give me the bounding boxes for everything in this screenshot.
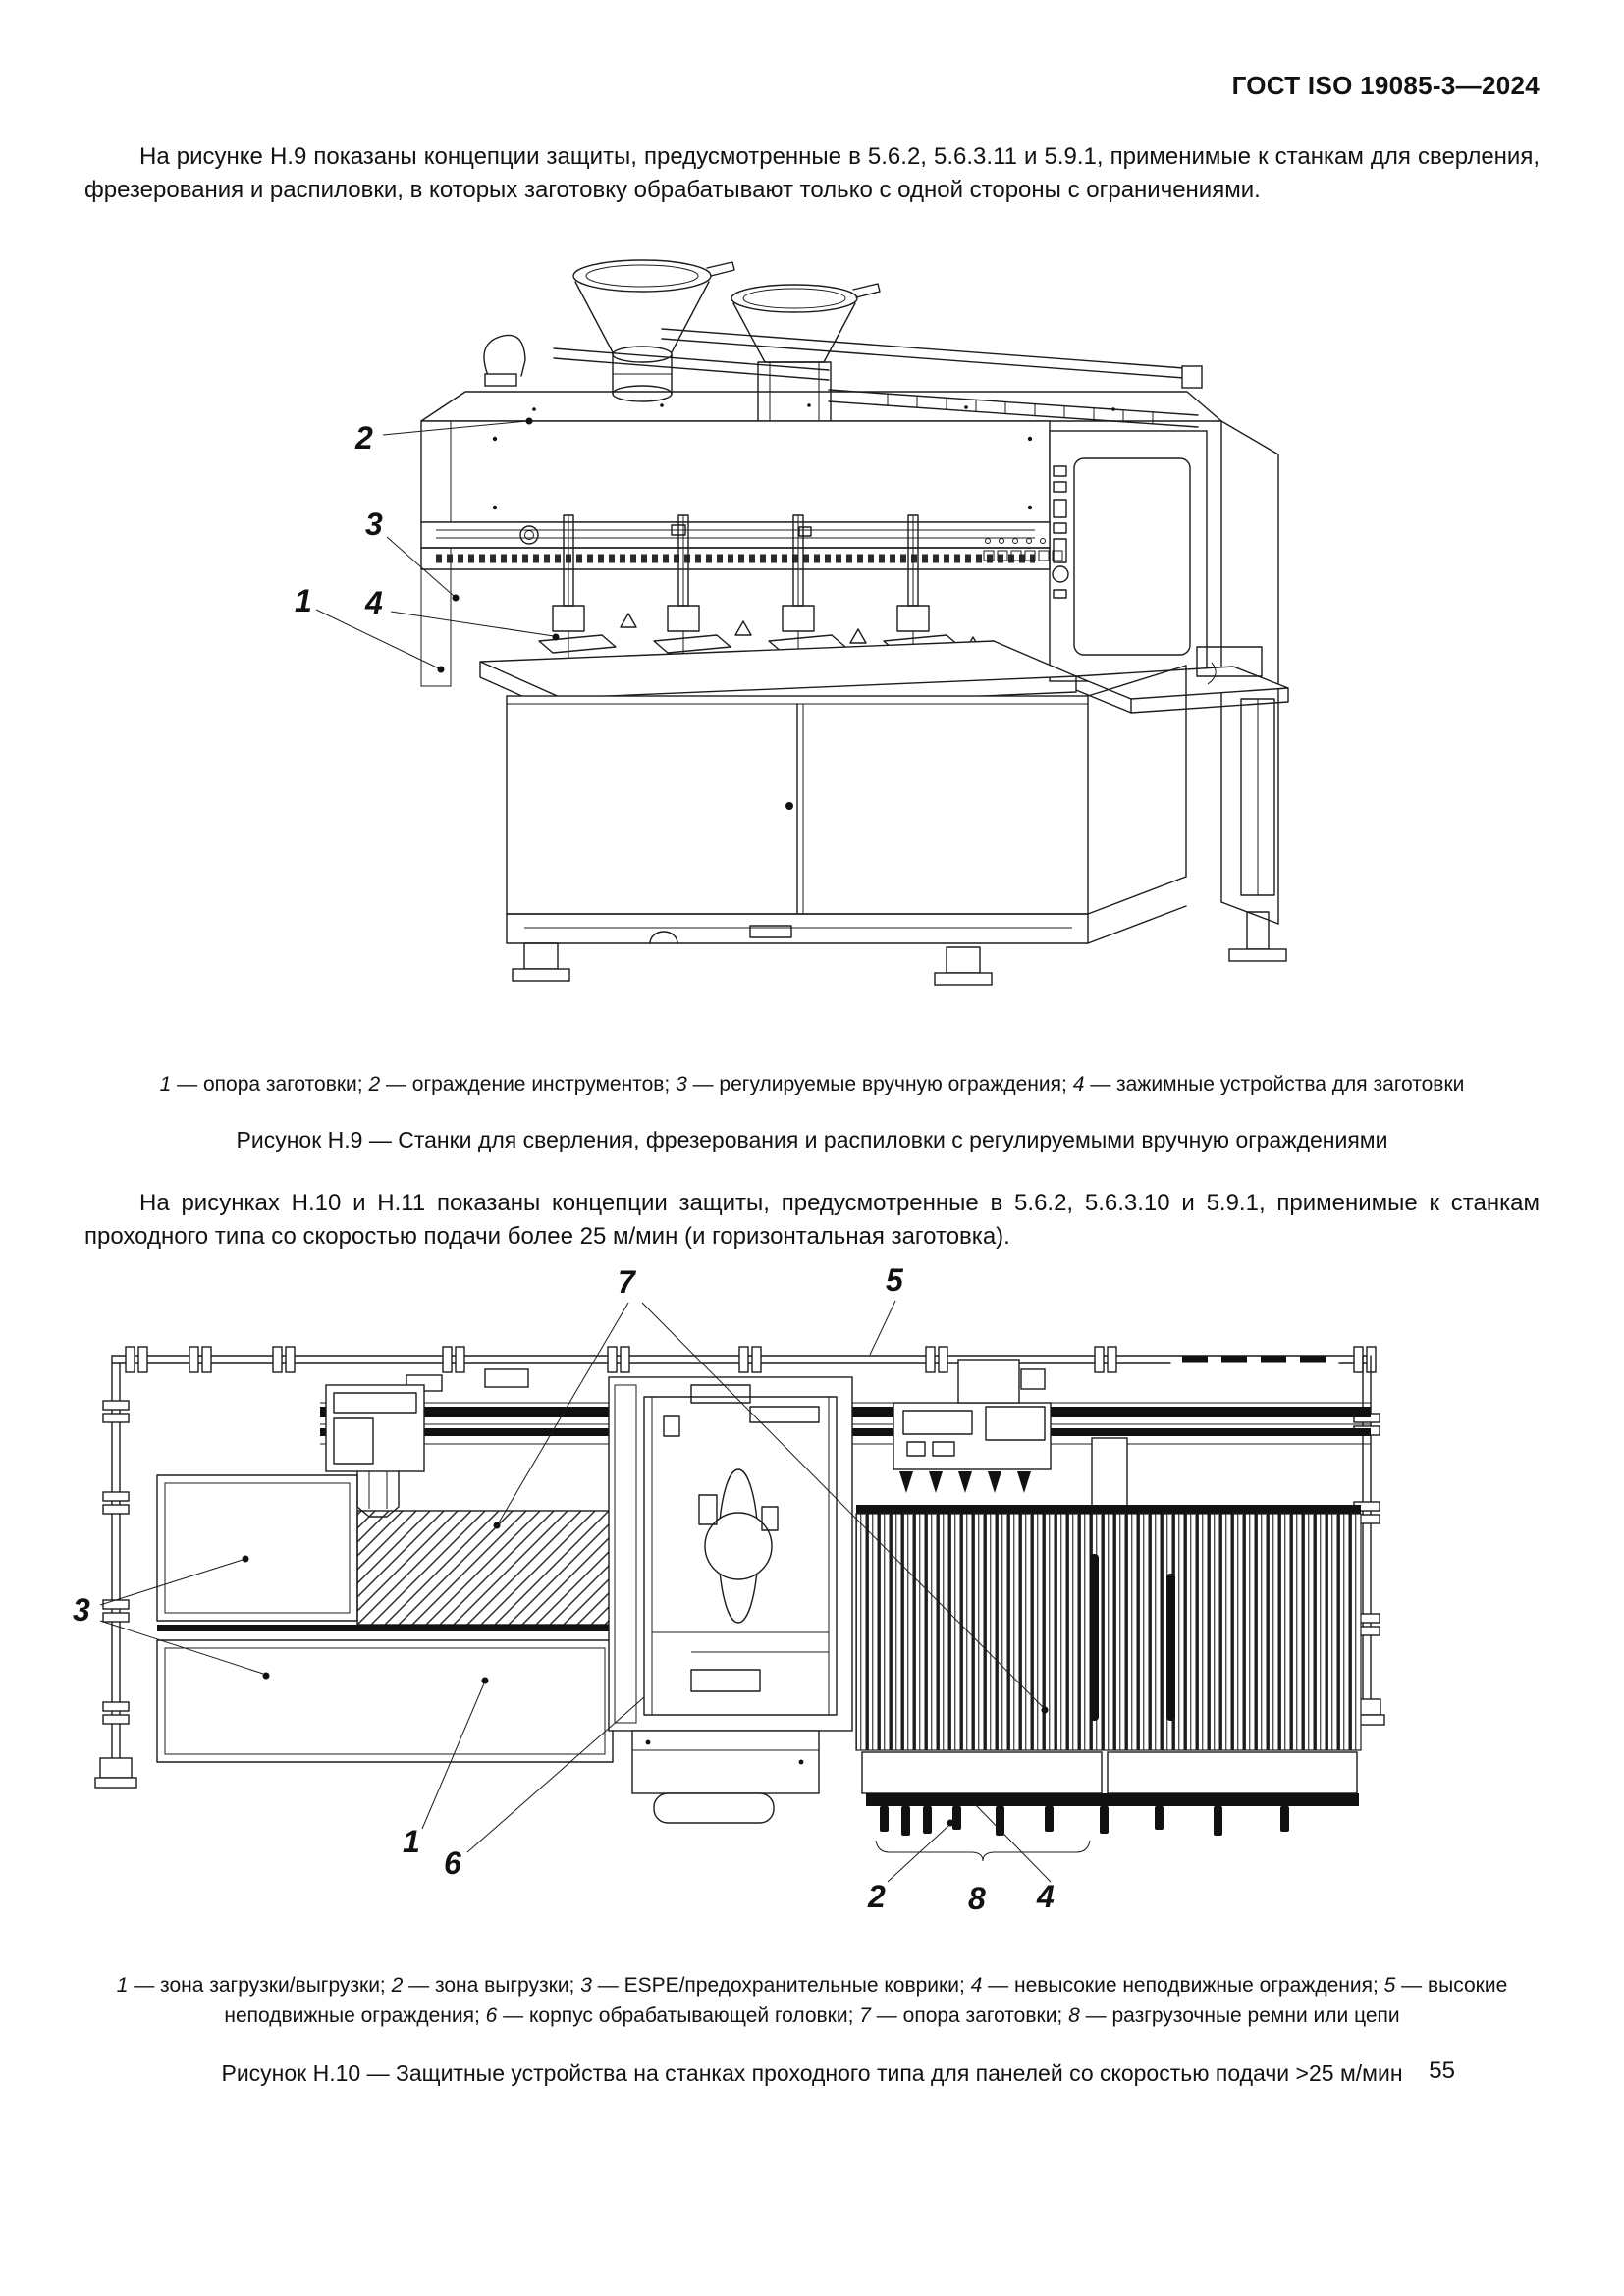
intro-paragraph-2: На рисунках Н.10 и Н.11 показаны концепц… — [84, 1190, 1540, 1250]
legend-h10-num-4: 4 — [970, 1974, 983, 1997]
figure-h10-callouts: 7 5 3 1 6 8 — [73, 1262, 1055, 1916]
callout-6: 6 — [444, 1845, 461, 1881]
workpiece-table — [479, 640, 1289, 715]
control-panel — [1049, 430, 1208, 682]
callout-4: 4 — [1036, 1879, 1055, 1914]
callout-2: 2 — [867, 1879, 886, 1914]
figure-h10-legend: 1 — зона загрузки/выгрузки; 2 — зона выг… — [94, 1970, 1530, 2031]
legend-h9-num-4: 4 — [1072, 1073, 1085, 1095]
callout-5: 5 — [886, 1262, 904, 1298]
callout-1: 1 — [295, 583, 312, 618]
figure-h9-caption: Рисунок Н.9 — Станки для сверления, фрез… — [236, 1127, 1388, 1152]
top-rails — [553, 328, 1203, 428]
tool-guard-panel — [420, 420, 1051, 687]
intro-paragraph-1: На рисунке Н.9 показаны концепции защиты… — [84, 143, 1540, 203]
legend-h9-num-2: 2 — [368, 1073, 381, 1095]
base-and-feet — [506, 905, 1287, 986]
loading-zone — [156, 1639, 614, 1763]
legend-h10-text-6: — корпус обрабатывающей головки; — [497, 2004, 860, 2027]
legend-h10-text-5: — высокие неподвижные ограждения; — [224, 1974, 1508, 2027]
legend-h10-num-7: 7 — [859, 2004, 871, 2027]
legend-h10-num-6: 6 — [485, 2004, 498, 2027]
figure-h9-drawing: 2 3 1 4 — [295, 259, 1289, 986]
workpiece-support-infeed — [356, 1510, 612, 1626]
callout-1: 1 — [403, 1824, 420, 1859]
callout-8: 8 — [968, 1881, 986, 1916]
lower-cabinet — [506, 665, 1275, 915]
callout-7: 7 — [618, 1264, 637, 1300]
funnel-left — [572, 259, 735, 402]
callout-3: 3 — [73, 1592, 90, 1628]
legend-h10-text-4: — невысокие неподвижные ограждения; — [982, 1974, 1384, 1997]
callout-4: 4 — [364, 585, 383, 620]
callout-3: 3 — [365, 507, 383, 542]
legend-h10-num-8: 8 — [1068, 2004, 1080, 2027]
espe-zone-upper — [156, 1474, 358, 1622]
zone-divider-bar — [157, 1625, 611, 1631]
page-number: 55 — [1429, 2057, 1455, 2084]
figure-h10-caption: Рисунок Н.10 — Защитные устройства на ст… — [221, 2060, 1403, 2086]
figure-h9-callouts: 2 3 1 4 — [295, 417, 560, 673]
document-header: ГОСТ ISO 19085-3—2024 — [1231, 71, 1540, 100]
legend-h9-text-3: — регулируемые вручную ограждения; — [686, 1073, 1073, 1095]
legend-h10-text-3: — ESPE/предохранительные коврики; — [591, 1974, 971, 1997]
legend-h10-text-1: — зона загрузки/выгрузки; — [128, 1974, 392, 1997]
legend-h9-num-3: 3 — [676, 1073, 687, 1095]
figure-h10-drawing: 7 5 3 1 6 8 — [73, 1262, 1385, 1916]
legend-h10-text-8: — разгрузочные ремни или цепи — [1079, 2004, 1400, 2027]
legend-h10-num-2: 2 — [391, 1974, 404, 1997]
unloading-belts — [875, 1806, 1289, 1862]
machine-top-face — [420, 391, 1222, 422]
legend-h10-text-2: — зона выгрузки; — [403, 1974, 581, 1997]
adjustable-guards-rail — [420, 521, 1063, 570]
low-fixed-guards — [861, 1751, 1359, 1806]
figure-h10: 7 5 3 1 6 8 — [63, 1259, 1540, 1937]
legend-h10-num-5: 5 — [1383, 1974, 1396, 1997]
figure-h9-legend: 1 — опора заготовки; 2 — ограждение инст… — [94, 1069, 1530, 1099]
workpiece-support-outfeed — [855, 1505, 1362, 1751]
legend-h10-text-7: — опора заготовки; — [870, 2004, 1069, 2027]
legend-h9-text-2: — ограждение инструментов; — [380, 1073, 677, 1095]
legend-h9-text-1: — опора заготовки; — [171, 1073, 369, 1095]
legend-h9-text-4: — зажимные устройства для заготовки — [1084, 1073, 1465, 1095]
lifting-eye-icon — [483, 334, 526, 387]
figure-h9: 2 3 1 4 — [200, 225, 1540, 1030]
legend-h10-num-3: 3 — [580, 1974, 592, 1997]
legend-h9-num-1: 1 — [159, 1073, 172, 1095]
legend-h10-num-1: 1 — [116, 1974, 129, 1997]
head-housing — [608, 1376, 853, 1824]
callout-2: 2 — [354, 420, 373, 455]
